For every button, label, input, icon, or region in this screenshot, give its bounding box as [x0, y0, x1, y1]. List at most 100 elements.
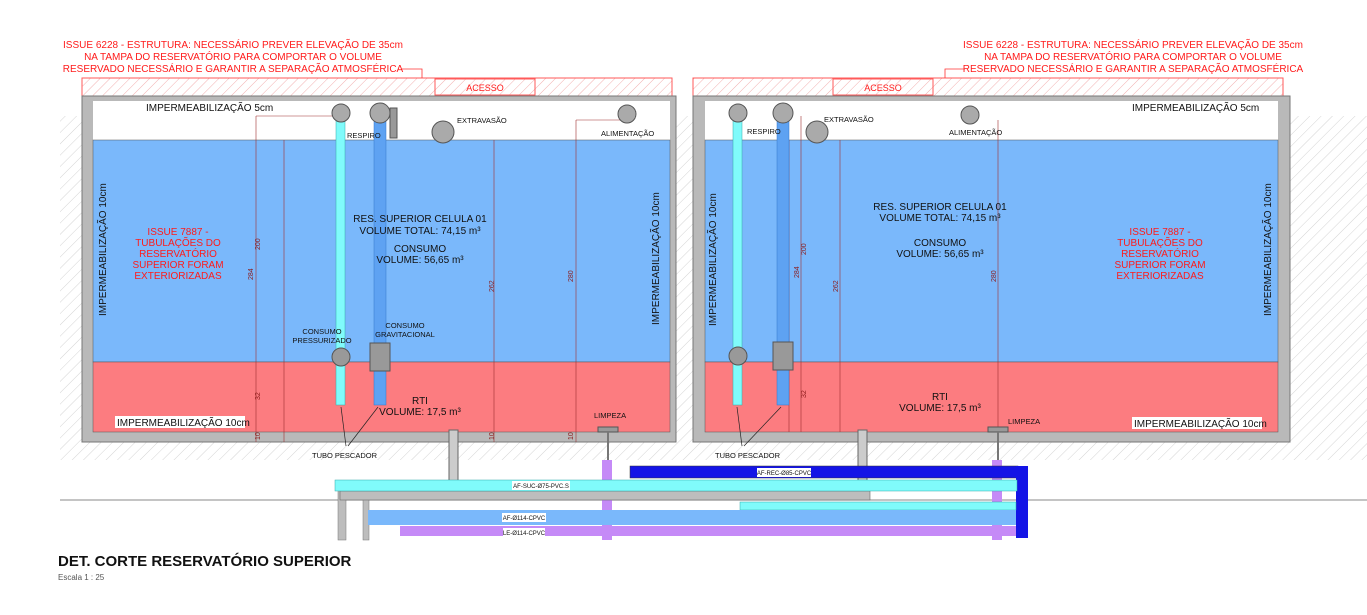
af-rec-label: AF-REC-Ø85-CPVC	[757, 471, 812, 477]
feed-fitting-icon	[617, 104, 637, 124]
pressurized-fitting-icon	[728, 346, 748, 366]
pressurized-label: PRESSURIZADO	[292, 336, 351, 345]
cleaning-drain-icon	[987, 426, 1009, 433]
le-114-label: LE-Ø114-CPVC	[503, 531, 546, 537]
dim-284: 284	[248, 268, 255, 280]
pressurized-label: CONSUMO	[302, 327, 341, 336]
svg-text:SUPERIOR FORAM: SUPERIOR FORAM	[132, 260, 223, 271]
dim-262: 262	[489, 280, 496, 292]
le-114-pipe	[400, 526, 1016, 536]
issue-7887-note: ISSUE 7887 - TUBULAÇÕES DO RESERVATÓRIO …	[1114, 227, 1205, 282]
external-piping: AF-REC-Ø85-CPVC AF-SUC-Ø75-PVC.S AF-Ø114…	[334, 460, 1028, 541]
dim-262: 262	[833, 280, 840, 292]
dim-10: 10	[489, 432, 496, 440]
extravasao-label: EXTRAVASÃO	[824, 115, 874, 124]
svg-text:ISSUE 7887 -: ISSUE 7887 -	[147, 227, 208, 238]
vent-cap-icon	[389, 107, 398, 139]
pressurized-fitting-icon	[331, 347, 351, 367]
waterproof-side-label: IMPERMEABILIZAÇÃO 10cm	[1261, 183, 1274, 316]
respiro-label: RESPIRO	[747, 127, 781, 136]
gravity-label: CONSUMO	[385, 321, 424, 330]
access-label: ACESSO	[864, 83, 902, 93]
svg-text:ISSUE 7887 -: ISSUE 7887 -	[1129, 227, 1190, 238]
access-hatch	[434, 78, 536, 96]
svg-text:SUPERIOR FORAM: SUPERIOR FORAM	[1114, 260, 1205, 271]
respiro-fitting-icon	[772, 102, 794, 124]
waterproof-top-label: IMPERMEABILIZAÇÃO 5cm	[1132, 101, 1259, 114]
svg-text:RTI: RTI	[412, 396, 428, 407]
dim-32: 32	[801, 390, 808, 398]
svg-text:VOLUME TOTAL: 74,15 m³: VOLUME TOTAL: 74,15 m³	[359, 226, 481, 237]
waterproof-side-label: IMPERMEABILIZAÇÃO 10cm	[96, 183, 109, 316]
overflow-fitting-icon	[805, 120, 829, 144]
af-114-label: AF-Ø114-CPVC	[503, 516, 546, 522]
tank-volume-labels: RES. SUPERIOR CELULA 01 VOLUME TOTAL: 74…	[873, 202, 1007, 414]
svg-text:RES. SUPERIOR CELULA 01: RES. SUPERIOR CELULA 01	[873, 202, 1007, 213]
svg-text:RESERVATÓRIO: RESERVATÓRIO	[139, 247, 217, 260]
drain-pipe	[448, 429, 459, 486]
issue-6228-note-right: ISSUE 6228 - ESTRUTURA: NECESSÁRIO PREVE…	[963, 38, 1304, 75]
svg-text:RESERVADO NECESSÁRIO E GARANTI: RESERVADO NECESSÁRIO E GARANTIR A SEPARA…	[963, 62, 1304, 75]
af-114-pipe	[368, 510, 1016, 525]
svg-text:VOLUME: 17,5 m³: VOLUME: 17,5 m³	[899, 403, 981, 414]
gravity-fitting-icon	[369, 342, 391, 372]
vertical-purple-pipe	[992, 460, 1002, 540]
svg-text:TUBULAÇÕES DO: TUBULAÇÕES DO	[135, 236, 221, 249]
svg-text:VOLUME TOTAL: 74,15 m³: VOLUME TOTAL: 74,15 m³	[879, 213, 1001, 224]
dim-280: 280	[568, 270, 575, 282]
tank-left: ACESSO 200 284 262 280 32 10 10 10	[81, 77, 677, 486]
svg-text:EXTERIORIZADAS: EXTERIORIZADAS	[134, 271, 222, 282]
access-hatch	[832, 78, 934, 96]
svg-text:CONSUMO: CONSUMO	[394, 244, 446, 255]
tubo-pescador-label: TUBO PESCADOR	[312, 451, 378, 460]
waterproof-bottom-label: IMPERMEABILIZAÇÃO 10cm	[1134, 417, 1267, 430]
tank-volume-labels: RES. SUPERIOR CELULA 01 VOLUME TOTAL: 74…	[353, 214, 487, 418]
dimension-lines	[255, 115, 625, 442]
tank-right: ACESSO 200 284 262 280 32 IMPERMEABILIZA…	[692, 77, 1291, 486]
consumption-water-zone	[704, 139, 1279, 363]
dim-200: 200	[801, 243, 808, 255]
dim-284: 284	[794, 266, 801, 278]
svg-text:TUBULAÇÕES DO: TUBULAÇÕES DO	[1117, 236, 1203, 249]
gravity-fitting-icon	[772, 341, 794, 371]
feed-fitting-icon	[960, 105, 980, 125]
issue-6228-note-left: ISSUE 6228 - ESTRUTURA: NECESSÁRIO PREVE…	[63, 38, 404, 75]
limpeza-label: LIMPEZA	[594, 411, 626, 420]
svg-text:NA TAMPA DO RESERVATÓRIO PARA: NA TAMPA DO RESERVATÓRIO PARA COMPORTAR …	[84, 50, 382, 63]
waterproof-side-label: IMPERMEABILIZAÇÃO 10cm	[649, 192, 662, 325]
svg-text:VOLUME: 56,65 m³: VOLUME: 56,65 m³	[896, 249, 984, 260]
af-rec-riser	[1016, 466, 1028, 538]
respiro-fitting-icon	[331, 103, 351, 123]
overflow-fitting-icon	[431, 120, 455, 144]
roof-slab	[81, 77, 673, 97]
svg-text:VOLUME: 17,5 m³: VOLUME: 17,5 m³	[379, 407, 461, 418]
waterproof-bottom-label: IMPERMEABILIZAÇÃO 10cm	[117, 416, 250, 429]
svg-text:CONSUMO: CONSUMO	[914, 238, 966, 249]
waterproof-top-label: IMPERMEABILIZAÇÃO 5cm	[146, 101, 273, 114]
access-label: ACESSO	[466, 83, 504, 93]
waterproof-side-label: IMPERMEABILIZAÇÃO 10cm	[706, 193, 719, 326]
respiro-fitting-icon	[369, 102, 391, 124]
grey-pipe	[339, 490, 871, 501]
svg-text:ISSUE 6228 - ESTRUTURA: NECESS: ISSUE 6228 - ESTRUTURA: NECESSÁRIO PREVE…	[63, 38, 403, 51]
respiro-fitting-icon	[728, 103, 748, 123]
drawing-title: DET. CORTE RESERVATÓRIO SUPERIOR	[58, 553, 352, 570]
tubo-pescador-label: TUBO PESCADOR	[715, 451, 781, 460]
respiro-label: RESPIRO	[347, 131, 381, 140]
svg-text:NA TAMPA DO RESERVATÓRIO PARA: NA TAMPA DO RESERVATÓRIO PARA COMPORTAR …	[984, 50, 1282, 63]
svg-text:RES. SUPERIOR CELULA 01: RES. SUPERIOR CELULA 01	[353, 214, 487, 225]
drawing-scale: Escala 1 : 25	[58, 573, 105, 582]
extravasao-label: EXTRAVASÃO	[457, 116, 507, 125]
dim-32: 32	[255, 392, 262, 400]
gravity-label: GRAVITACIONAL	[375, 330, 435, 339]
dim-10: 10	[568, 432, 575, 440]
af-suc-pipe	[334, 479, 1018, 492]
af-suc-label: AF-SUC-Ø75-PVC.S	[513, 484, 569, 490]
svg-text:RESERVADO NECESSÁRIO E GARANTI: RESERVADO NECESSÁRIO E GARANTIR A SEPARA…	[63, 62, 404, 75]
svg-text:ISSUE 6228 - ESTRUTURA: NECESS: ISSUE 6228 - ESTRUTURA: NECESSÁRIO PREVE…	[963, 38, 1303, 51]
svg-text:EXTERIORIZADAS: EXTERIORIZADAS	[1116, 271, 1204, 282]
svg-text:RESERVATÓRIO: RESERVATÓRIO	[1121, 247, 1199, 260]
roof-slab	[692, 77, 1284, 97]
issue-7887-note: ISSUE 7887 - TUBULAÇÕES DO RESERVATÓRIO …	[132, 227, 223, 282]
af-suc-pipe-lower	[739, 501, 1017, 511]
